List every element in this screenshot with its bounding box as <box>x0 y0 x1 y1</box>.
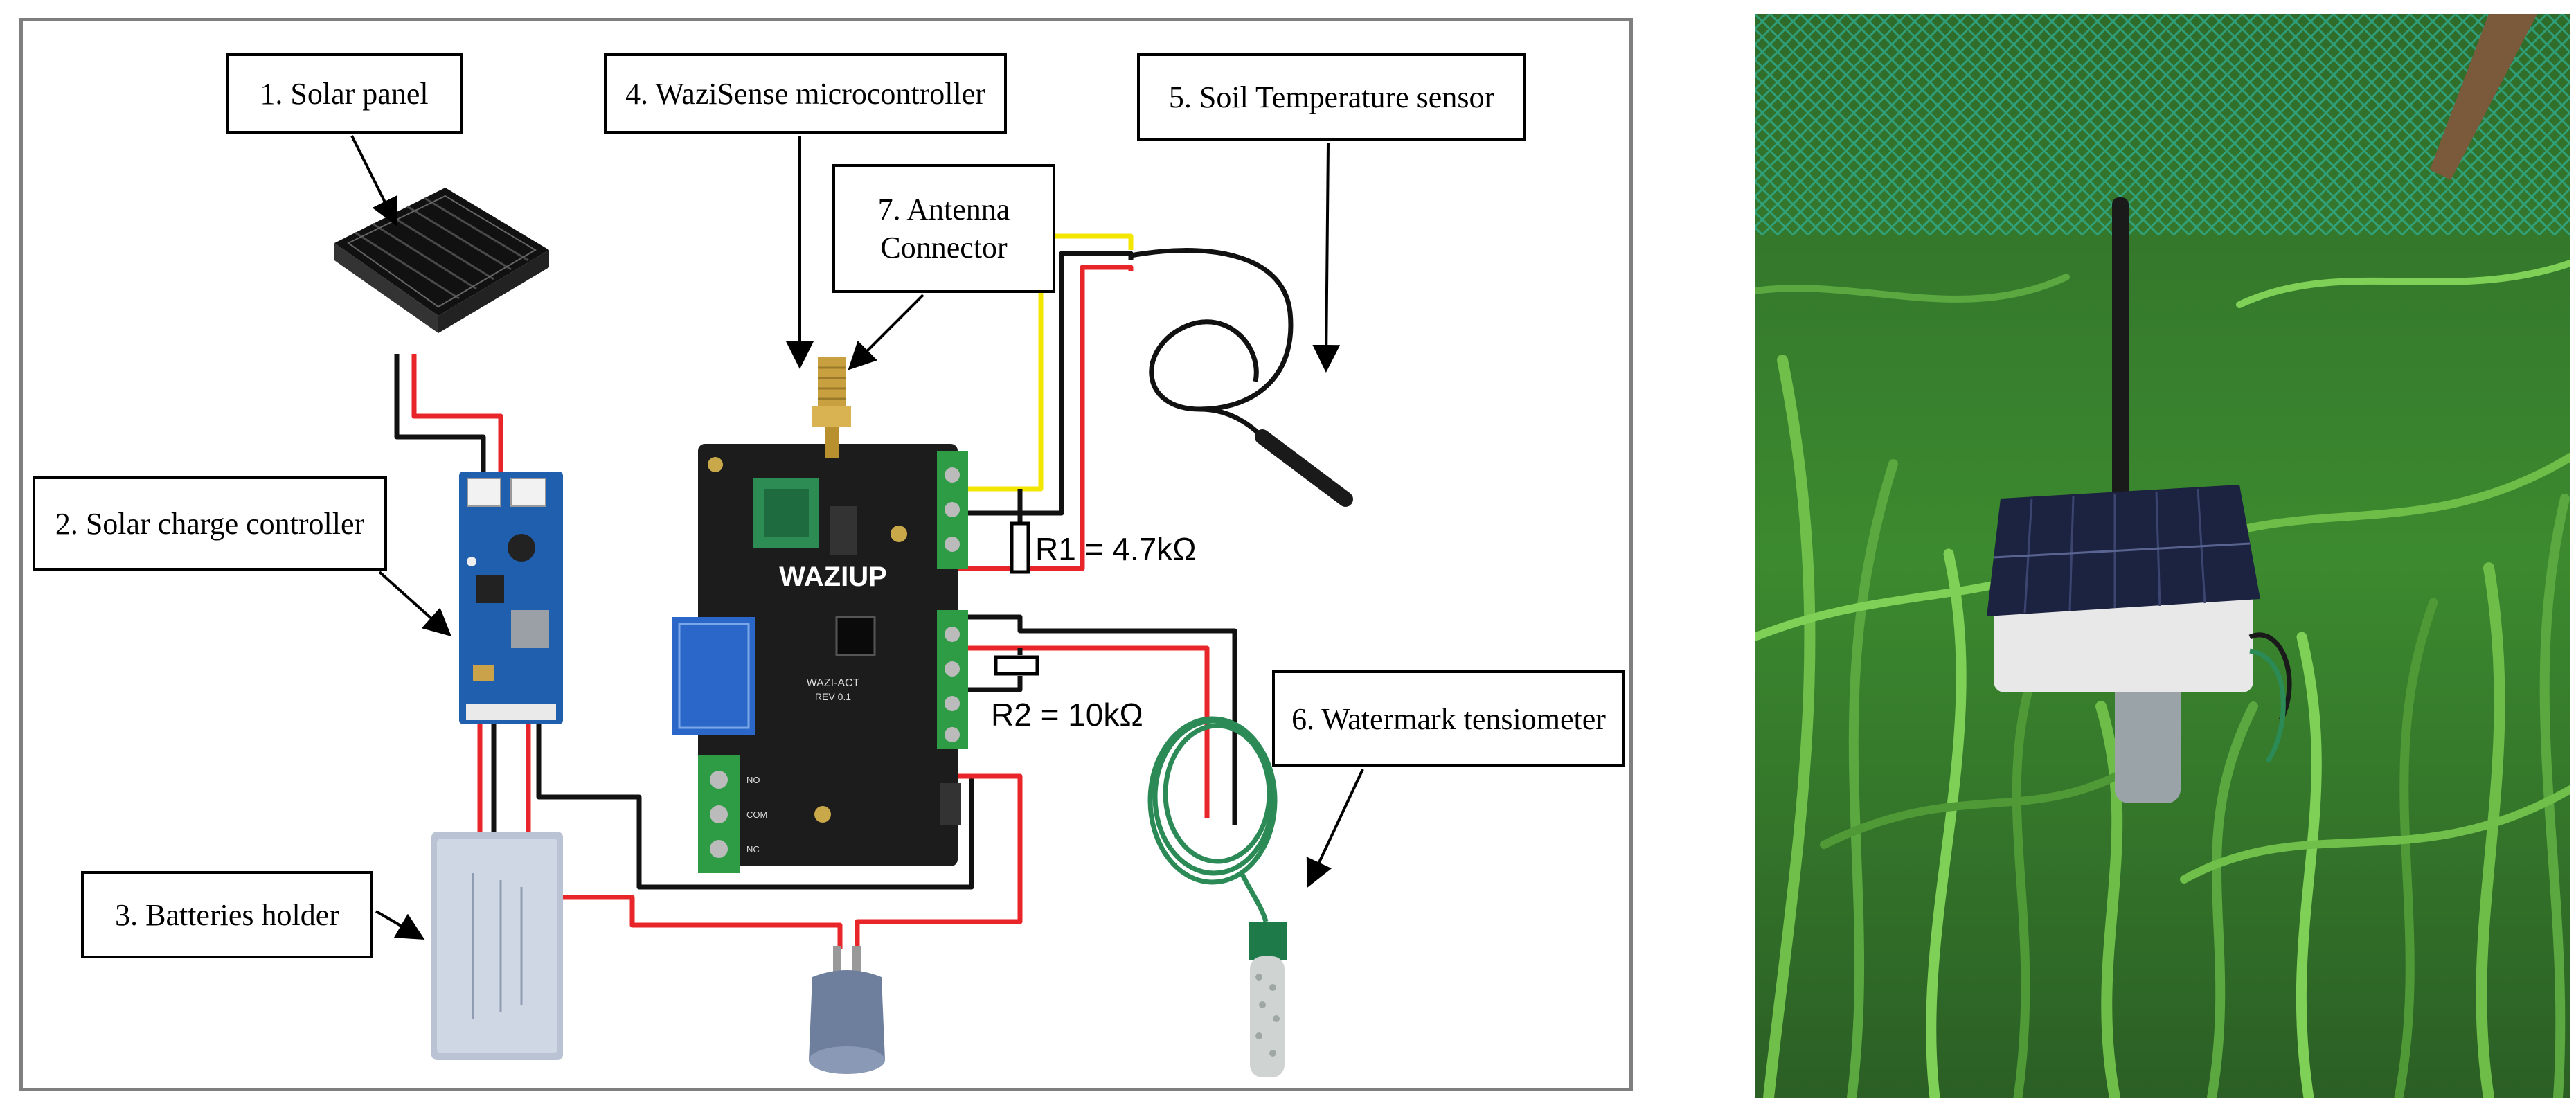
probe-tube <box>2115 658 2181 803</box>
label-charge-controller: 2. Solar charge controller <box>33 476 387 571</box>
label-solar-panel: 1. Solar panel <box>226 53 463 134</box>
wooden-post <box>2430 14 2537 180</box>
wiring-diagram-drawing: WAZIUP WAZI-ACT REV 0.1 NO COM NC <box>334 135 1364 1077</box>
arrow-tensiometer <box>1306 769 1364 888</box>
label-antenna-line1: 7. Antenna <box>877 193 1010 226</box>
wire-switch-red-board <box>855 773 1023 949</box>
arrow-temperature <box>1312 142 1341 373</box>
wire-tens-red <box>958 645 1210 818</box>
label-batteries-holder: 3. Batteries holder <box>81 871 373 958</box>
field-deployment-photo <box>1755 14 2570 1098</box>
wiring-diagram-panel: WAZIUP WAZI-ACT REV 0.1 NO COM NC <box>19 18 1633 1091</box>
antenna-connector-icon <box>812 357 851 458</box>
board-model-text: WAZI-ACT <box>807 677 860 689</box>
pointer-arrows <box>350 135 1364 940</box>
temperature-probe-icon <box>1130 248 1353 507</box>
power-switch-icon <box>809 946 885 1074</box>
relay-com-text: COM <box>746 809 767 820</box>
label-antenna-connector: 7. Antenna Connector <box>832 164 1055 293</box>
battery-icon <box>431 832 563 1060</box>
arrow-batteries <box>375 910 425 940</box>
solar-panel-icon <box>334 188 549 333</box>
arrow-charge-controller <box>378 571 451 637</box>
label-microcontroller: 4. WaziSense microcontroller <box>604 53 1007 134</box>
charge-controller-icon <box>459 472 563 724</box>
sensor-device <box>1987 197 2292 803</box>
grass-blades <box>1755 260 2570 1098</box>
wire-tens-black <box>958 614 1237 825</box>
resistor-r2-label: R2 = 10kΩ <box>991 697 1143 733</box>
board-brand-text: WAZIUP <box>779 562 887 592</box>
tensiometer-icon <box>1147 716 1287 1077</box>
resistor-r1-label: R1 = 4.7kΩ <box>1035 531 1197 567</box>
wire-solar-red <box>411 354 503 478</box>
label-temperature-sensor: 5. Soil Temperature sensor <box>1137 53 1526 141</box>
label-tensiometer: 6. Watermark tensiometer <box>1272 670 1625 767</box>
label-antenna-line2: Connector <box>880 231 1008 265</box>
relay-no-text: NO <box>746 775 760 785</box>
arrow-antenna <box>848 294 924 370</box>
wires <box>394 233 1237 949</box>
board-rev-text: REV 0.1 <box>815 691 851 702</box>
resistor-icon <box>994 521 1039 676</box>
netting <box>1755 14 2570 235</box>
wire-r2-black <box>958 676 1023 692</box>
antenna <box>2112 197 2129 502</box>
wire-solar-black <box>394 354 486 478</box>
field-photo-drawing <box>1755 14 2570 1098</box>
wire-temp-black <box>958 251 1134 516</box>
relay-nc-text: NC <box>746 844 760 854</box>
waziup-board-icon: WAZIUP WAZI-ACT REV 0.1 NO COM NC <box>672 444 968 873</box>
arrow-solar-panel <box>350 135 397 226</box>
wire-temp-red <box>958 265 1134 571</box>
